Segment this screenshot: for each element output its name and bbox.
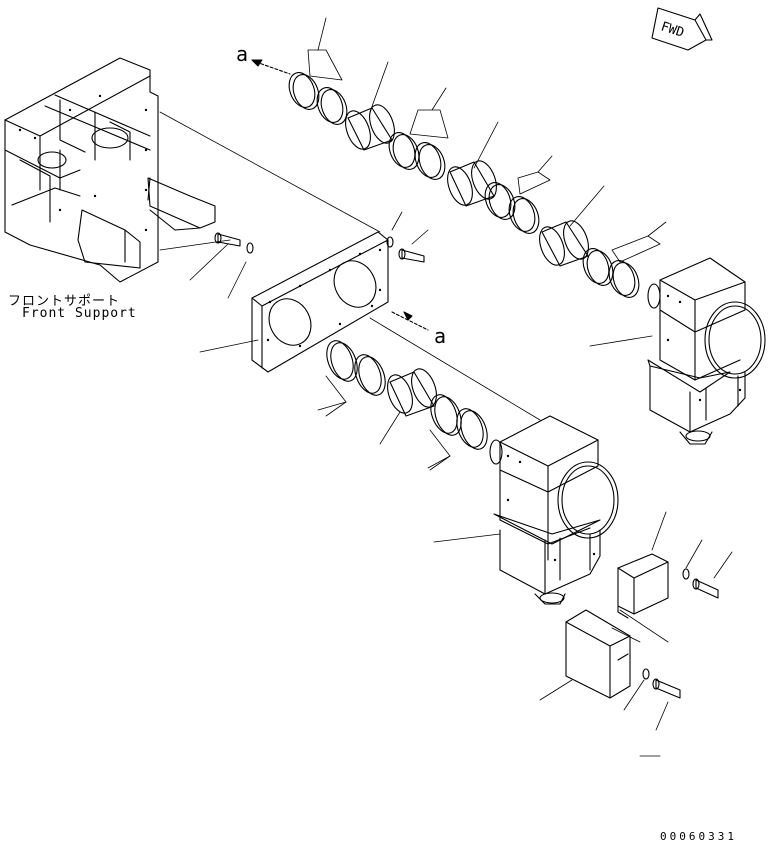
fwd-direction-icon: FWD <box>651 7 713 51</box>
lower-clamp-row <box>317 340 488 471</box>
view-arrow-top <box>251 59 291 75</box>
bolt-plate-right <box>386 211 429 263</box>
front-support-frame <box>4 57 216 283</box>
front-support-label-en: Front Support <box>22 306 137 321</box>
view-arrow-mid <box>391 311 429 331</box>
mounting-plate <box>199 231 389 373</box>
upper-air-housing <box>589 257 766 445</box>
bolt-left <box>189 232 254 299</box>
view-label-a-top: a <box>236 42 249 66</box>
front-support-label-jp: フロントサポート <box>8 294 121 309</box>
view-label-a-mid: a <box>434 324 447 348</box>
fwd-text: FWD <box>659 19 686 41</box>
drawing-number: 00060331 <box>660 830 737 843</box>
lower-air-housing <box>433 415 619 605</box>
upper-clamp-row <box>288 17 667 298</box>
small-bracket <box>611 511 733 643</box>
cover-plate <box>539 609 681 757</box>
